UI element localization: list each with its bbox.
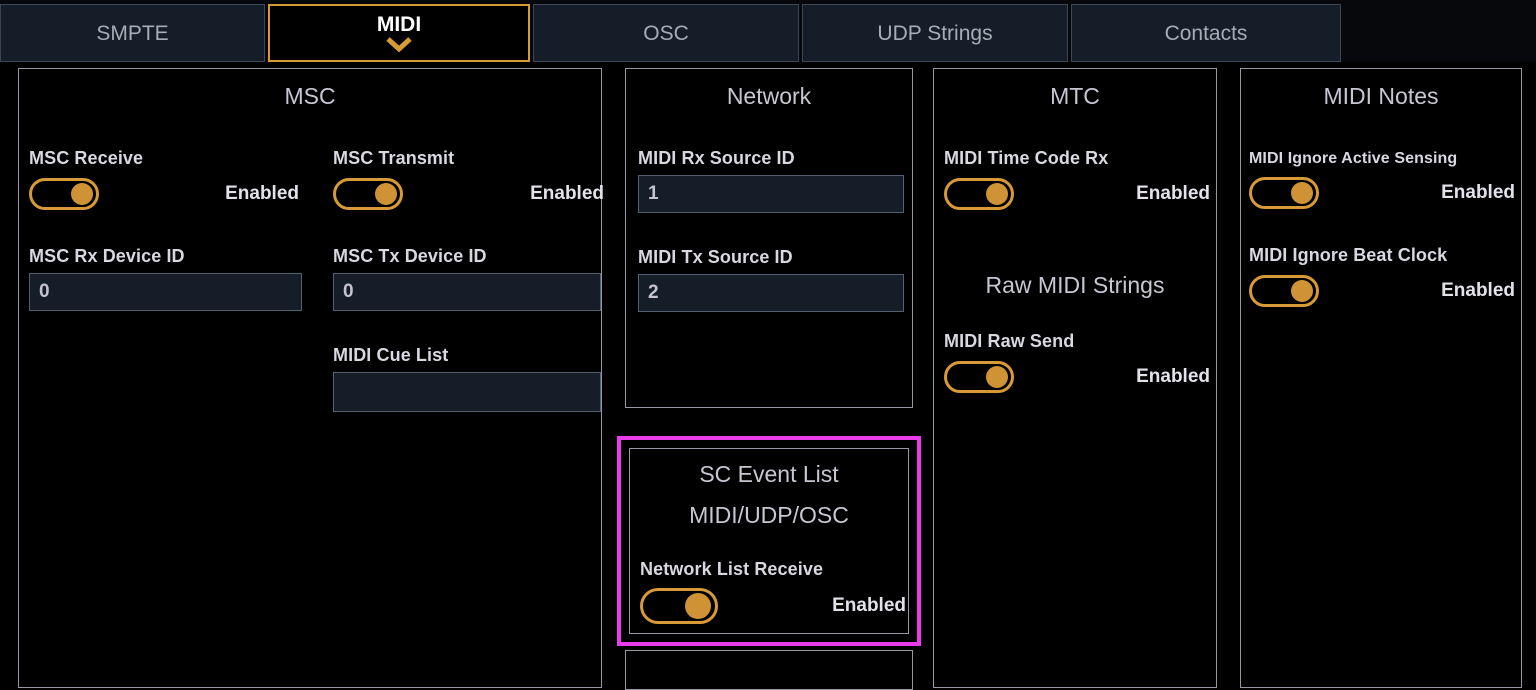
tab-bar: SMPTE MIDI OSC UDP Strings Contacts — [0, 0, 1536, 62]
toggle-knob — [986, 183, 1008, 205]
msc-tx-device-id-input[interactable]: 0 — [333, 273, 601, 311]
panel-mtc: MTC MIDI Time Code Rx Enabled Raw MIDI S… — [933, 68, 1217, 688]
panel-below-sc-event-list — [625, 650, 913, 690]
midi-tx-source-id-input[interactable]: 2 — [638, 274, 904, 312]
tab-udp-strings-label: UDP Strings — [877, 21, 993, 45]
panel-mtc-title: MTC — [1050, 83, 1100, 109]
toggle-knob — [1291, 280, 1313, 302]
msc-rx-device-id-label: MSC Rx Device ID — [29, 246, 185, 266]
toggle-knob — [71, 183, 93, 205]
tab-midi-label: MIDI — [376, 13, 422, 36]
msc-transmit-state: Enabled — [530, 183, 604, 204]
msc-tx-device-id-label: MSC Tx Device ID — [333, 246, 487, 266]
tab-contacts-label: Contacts — [1164, 21, 1248, 45]
msc-transmit-toggle[interactable] — [333, 178, 403, 210]
toggle-knob — [375, 183, 397, 205]
midi-rx-source-id-input[interactable]: 1 — [638, 175, 904, 213]
tab-osc[interactable]: OSC — [533, 4, 799, 62]
midi-cue-list-input[interactable] — [333, 372, 601, 412]
midi-ignore-beat-clock-label: MIDI Ignore Beat Clock — [1249, 245, 1448, 265]
network-list-receive-label: Network List Receive — [640, 559, 824, 579]
msc-rx-device-id-input[interactable]: 0 — [29, 273, 302, 311]
network-list-receive-toggle[interactable] — [640, 588, 718, 624]
panel-msc-title: MSC — [284, 83, 336, 109]
panel-msc: MSC MSC Receive Enabled MSC Rx Device ID… — [18, 68, 604, 688]
panel-sc-event-list-title: SC Event List — [699, 461, 839, 487]
tab-smpte[interactable]: SMPTE — [0, 4, 265, 62]
chevron-down-icon — [386, 37, 412, 52]
tab-udp-strings[interactable]: UDP Strings — [802, 4, 1068, 62]
midi-time-code-rx-state: Enabled — [1136, 183, 1210, 204]
tab-smpte-label: SMPTE — [96, 21, 169, 45]
tab-contacts[interactable]: Contacts — [1071, 4, 1341, 62]
midi-raw-send-label: MIDI Raw Send — [944, 331, 1075, 351]
midi-tx-source-id-label: MIDI Tx Source ID — [638, 247, 793, 267]
tab-midi[interactable]: MIDI — [268, 4, 530, 62]
midi-ignore-beat-clock-toggle[interactable] — [1249, 275, 1319, 307]
msc-receive-state: Enabled — [225, 183, 299, 204]
midi-time-code-rx-label: MIDI Time Code Rx — [944, 148, 1109, 168]
raw-midi-strings-title: Raw MIDI Strings — [985, 272, 1165, 298]
midi-ignore-active-sensing-state: Enabled — [1441, 182, 1515, 203]
panel-midi-notes-title: MIDI Notes — [1323, 83, 1439, 109]
toggle-knob — [685, 593, 711, 619]
panel-sc-event-list-highlight: SC Event List MIDI/UDP/OSC Network List … — [617, 436, 921, 646]
midi-time-code-rx-toggle[interactable] — [944, 178, 1014, 210]
panel-sc-event-list: SC Event List MIDI/UDP/OSC Network List … — [629, 448, 909, 634]
msc-receive-label: MSC Receive — [29, 148, 144, 168]
midi-rx-source-id-label: MIDI Rx Source ID — [638, 148, 795, 168]
panel-midi-notes: MIDI Notes MIDI Ignore Active Sensing En… — [1240, 68, 1522, 688]
toggle-knob — [1291, 182, 1313, 204]
msc-transmit-label: MSC Transmit — [333, 148, 455, 168]
midi-ignore-active-sensing-label: MIDI Ignore Active Sensing — [1249, 150, 1458, 167]
midi-raw-send-state: Enabled — [1136, 366, 1210, 387]
toggle-knob — [986, 366, 1008, 388]
midi-ignore-active-sensing-toggle[interactable] — [1249, 177, 1319, 209]
msc-receive-toggle[interactable] — [29, 178, 99, 210]
midi-cue-list-label: MIDI Cue List — [333, 345, 449, 365]
midi-raw-send-toggle[interactable] — [944, 361, 1014, 393]
panel-network: Network MIDI Rx Source ID 1 MIDI Tx Sour… — [625, 68, 913, 408]
tab-osc-label: OSC — [643, 21, 689, 45]
panel-network-title: Network — [726, 83, 812, 109]
midi-ignore-beat-clock-state: Enabled — [1441, 280, 1515, 301]
panel-sc-event-list-subtitle: MIDI/UDP/OSC — [689, 502, 849, 528]
network-list-receive-state: Enabled — [832, 595, 906, 616]
